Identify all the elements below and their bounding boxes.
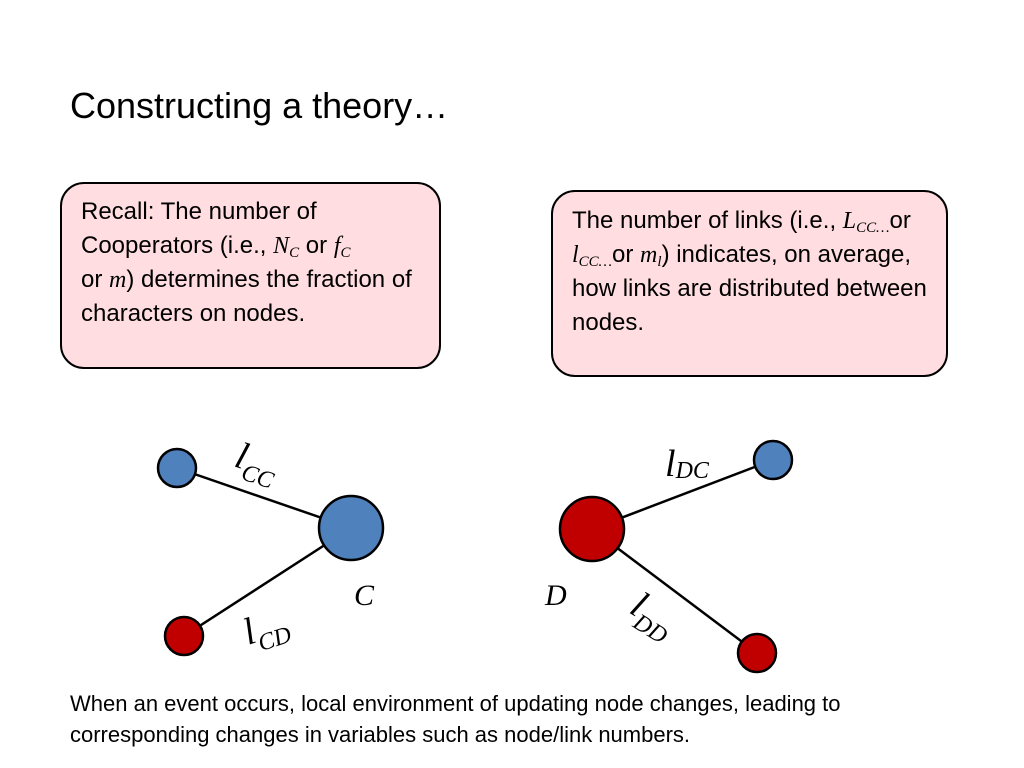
link-label-l-cd: lCD xyxy=(238,600,295,660)
callout-right-text-2: or xyxy=(889,207,911,234)
callout-links-distribution: The number of links (i.e., LCC…or lCC…or… xyxy=(551,190,948,377)
symbol-l-upper-cc: LCC… xyxy=(842,208,890,236)
callout-right-text-3: or xyxy=(612,241,641,268)
callout-left-text-4: ) determines the fraction of characters … xyxy=(81,266,412,327)
link-label-l-dd: lDD xyxy=(620,584,684,650)
slide-title: Constructing a theory… xyxy=(70,85,449,126)
link-label-l-dc: lDC xyxy=(665,443,710,485)
callout-left-text-3: or xyxy=(81,266,110,293)
defector-neighbor-node-of-c xyxy=(163,615,205,657)
symbol-m: m xyxy=(109,267,127,293)
callout-cooperators-recall: Recall: The number of Cooperators (i.e.,… xyxy=(60,182,441,369)
node-d-label: D xyxy=(544,579,567,612)
cooperator-node-c xyxy=(317,494,385,562)
symbol-l-lower-cc: lCC… xyxy=(572,242,613,270)
symbol-f-c: fC xyxy=(333,233,351,261)
node-c-label: C xyxy=(354,579,375,612)
callout-left-text-1: Recall: The number of Cooperators (i.e., xyxy=(81,198,317,259)
defector-node-d xyxy=(558,495,626,563)
symbol-n-c: NC xyxy=(273,233,300,261)
callout-right-text-4: ) indicates, on average, how links are d… xyxy=(572,241,927,336)
defector-neighbor-node xyxy=(736,632,778,674)
callout-right-text-1: The number of links (i.e., xyxy=(572,207,843,234)
footer-note: When an event occurs, local environment … xyxy=(70,691,841,747)
callout-left-text-2: or xyxy=(299,232,334,259)
cooperator-neighbor-node xyxy=(156,447,198,489)
link-label-l-cc: lCC xyxy=(228,435,285,495)
cooperator-neighbor-node-of-d xyxy=(752,439,794,481)
link-dd-line xyxy=(591,528,758,654)
symbol-m-l: ml xyxy=(640,242,662,270)
